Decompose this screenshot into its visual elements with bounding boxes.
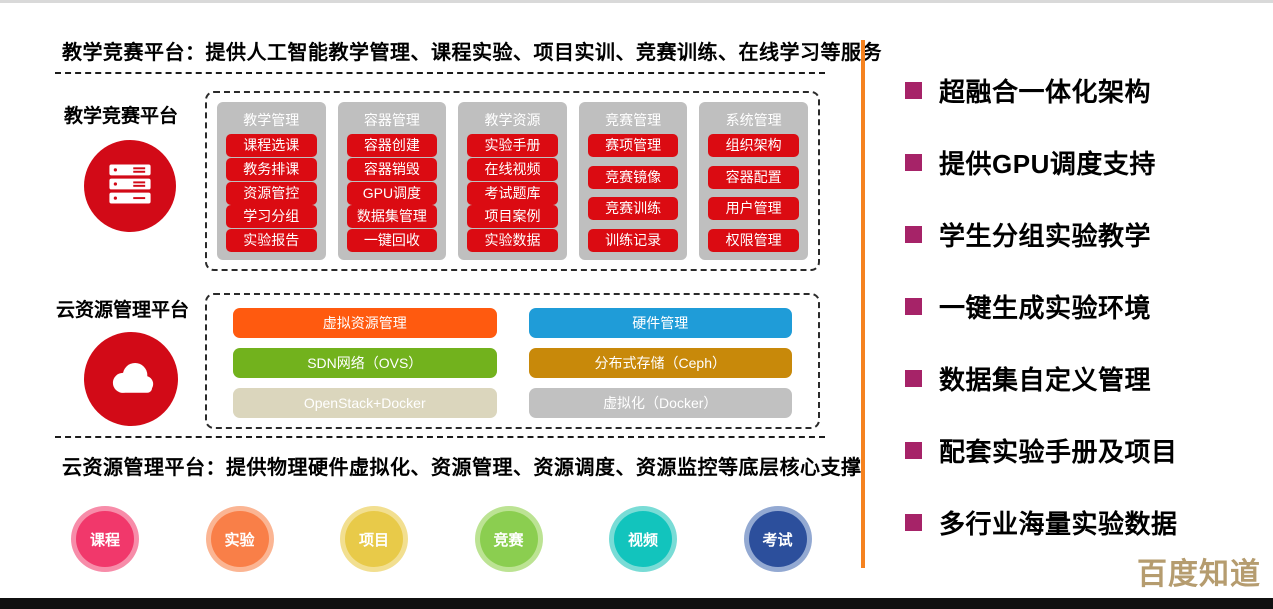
- module-item: GPU调度: [346, 181, 438, 205]
- layer-bar: SDN网络（OVS）: [233, 348, 497, 378]
- module-item: 赛项管理: [587, 134, 679, 157]
- highlights-panel: 超融合一体化架构 提供GPU调度支持 学生分组实验教学 一键生成实验环境 数据集…: [905, 72, 1265, 540]
- module-column-header: 系统管理: [725, 112, 782, 128]
- module-column-header: 竞赛管理: [605, 112, 662, 128]
- module-column: 竞赛管理 赛项管理竞赛镜像竞赛训练训练记录: [578, 102, 688, 260]
- top-strip: [0, 0, 1273, 3]
- module-item: 用户管理: [708, 197, 799, 221]
- dashed-divider-bottom: [55, 436, 825, 438]
- layer-bar: 硬件管理: [528, 308, 792, 338]
- platform1-label: 教学竞赛平台: [64, 106, 179, 127]
- module-item: 容器销毁: [346, 157, 438, 181]
- top-section-title: 教学竞赛平台：提供人工智能教学管理、课程实验、项目实训、竞赛训练、在线学习等服务: [62, 42, 882, 64]
- highlight-label: 超融合一体化架构: [939, 76, 1152, 107]
- module-column: 教学资源 实验手册在线视频考试题库项目案例实验数据: [458, 102, 567, 260]
- feature-circle: 竞赛: [474, 506, 543, 572]
- feature-circles-row: 课程实验项目竞赛视频考试: [0, 505, 860, 585]
- module-column-header: 教学资源: [484, 112, 541, 128]
- feature-circle: 实验: [205, 506, 274, 572]
- module-item: 权限管理: [708, 228, 799, 252]
- platform2-label: 云资源管理平台: [56, 300, 190, 321]
- feature-circle: 视频: [609, 506, 677, 572]
- highlight-item: 提供GPU调度支持: [905, 144, 1265, 180]
- highlight-item: 多行业海量实验数据: [905, 504, 1265, 540]
- module-item: 竞赛训练: [587, 197, 679, 221]
- highlight-label: 学生分组实验教学: [939, 220, 1152, 251]
- highlight-item: 数据集自定义管理: [905, 360, 1265, 396]
- layer-bar: 虚拟资源管理: [233, 308, 497, 338]
- module-column-items: 课程选课教务排课资源管控学习分组实验报告: [226, 134, 317, 252]
- highlight-item: 一键生成实验环境: [905, 288, 1265, 324]
- layer-bar: OpenStack+Docker: [233, 388, 497, 418]
- server-badge: [84, 140, 176, 232]
- module-column-header: 容器管理: [363, 112, 420, 128]
- bottom-section-title: 云资源管理平台：提供物理硬件虚拟化、资源管理、资源调度、资源监控等底层核心支撑: [62, 457, 862, 479]
- highlight-item: 学生分组实验教学: [905, 216, 1265, 252]
- module-column: 教学管理 课程选课教务排课资源管控学习分组实验报告: [217, 102, 326, 260]
- orange-divider-line: [861, 40, 865, 568]
- module-item: 竞赛镜像: [587, 165, 679, 189]
- highlight-label: 配套实验手册及项目: [939, 436, 1178, 467]
- dashed-divider-top: [55, 72, 825, 74]
- module-item: 训练记录: [587, 228, 679, 252]
- module-item: 容器配置: [708, 165, 799, 189]
- module-item: 实验手册: [467, 134, 558, 157]
- module-column-items: 组织架构容器配置用户管理权限管理: [708, 134, 799, 252]
- module-item: 项目案例: [467, 205, 558, 229]
- module-item: 教务排课: [226, 157, 317, 181]
- bullet-square-icon: [905, 81, 922, 99]
- highlight-item: 配套实验手册及项目: [905, 432, 1265, 468]
- module-item: 课程选课: [226, 134, 317, 157]
- highlight-label: 数据集自定义管理: [939, 364, 1152, 395]
- module-item: 一键回收: [346, 229, 438, 252]
- layer-bar: 虚拟化（Docker）: [528, 388, 792, 418]
- module-item: 考试题库: [467, 181, 558, 205]
- module-item: 学习分组: [226, 205, 317, 229]
- bullet-square-icon: [905, 369, 922, 387]
- layer-bar: 分布式存储（Ceph）: [528, 348, 792, 378]
- module-item: 资源管控: [226, 181, 317, 205]
- cloud-icon: [103, 349, 159, 410]
- bullet-square-icon: [905, 225, 922, 243]
- module-item: 组织架构: [708, 134, 799, 157]
- bullet-square-icon: [905, 297, 922, 315]
- highlight-label: 提供GPU调度支持: [939, 148, 1156, 179]
- highlight-label: 一键生成实验环境: [939, 292, 1152, 323]
- highlight-item: 超融合一体化架构: [905, 72, 1265, 108]
- bullet-square-icon: [905, 441, 922, 459]
- bottom-bar: [0, 598, 1273, 609]
- module-column-header: 教学管理: [243, 112, 300, 128]
- module-item: 数据集管理: [346, 205, 438, 229]
- module-column-items: 赛项管理竞赛镜像竞赛训练训练记录: [587, 134, 679, 252]
- server-icon: [104, 158, 156, 215]
- watermark-text: 百度知道: [1137, 558, 1261, 591]
- highlight-label: 多行业海量实验数据: [939, 508, 1178, 539]
- module-item: 实验报告: [226, 229, 317, 252]
- module-item: 在线视频: [467, 157, 558, 181]
- bullet-square-icon: [905, 513, 922, 531]
- module-item: 容器创建: [346, 134, 438, 157]
- feature-circle: 考试: [743, 506, 812, 572]
- bullet-square-icon: [905, 153, 922, 171]
- platform2-box: 虚拟资源管理 硬件管理 SDN网络（OVS） 分布式存储（Ceph） OpenStack…: [205, 293, 820, 429]
- cloud-badge: [84, 332, 178, 426]
- module-item: 实验数据: [467, 229, 558, 252]
- module-column: 系统管理 组织架构容器配置用户管理权限管理: [699, 102, 808, 260]
- module-column-items: 实验手册在线视频考试题库项目案例实验数据: [467, 134, 558, 252]
- feature-circle: 项目: [340, 506, 408, 572]
- feature-circle: 课程: [71, 506, 139, 572]
